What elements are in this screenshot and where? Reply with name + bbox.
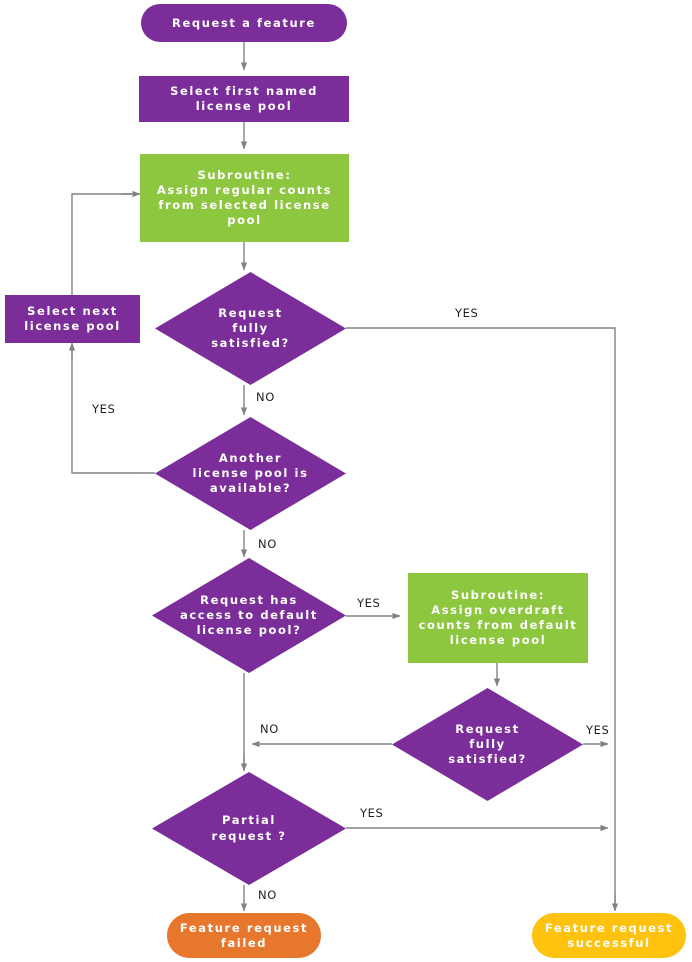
node-decision-access-default-license-pool-label: Request has access to default license po… <box>180 592 318 638</box>
diamond-shape-partial-request <box>152 772 346 885</box>
diamond-shape-satisfied-2 <box>392 688 583 801</box>
node-select-first-named-license-pool[interactable]: Select first named license pool <box>139 76 349 122</box>
node-decision-partial-request[interactable]: Partial request ? <box>152 772 346 885</box>
node-decision-request-fully-satisfied-2[interactable]: Request fully satisfied? <box>392 688 583 801</box>
node-decision-access-default-license-pool[interactable]: Request has access to default license po… <box>152 558 346 673</box>
edge-label-partial-yes: YES <box>360 806 384 820</box>
edge-label-another-pool-no: NO <box>258 537 277 551</box>
node-start[interactable]: Request a feature <box>141 4 347 42</box>
edge-label-partial-no: NO <box>258 888 277 902</box>
edge-select-next-to-subroutine-path <box>71 193 132 295</box>
node-subroutine-assign-overdraft-counts[interactable]: Subroutine: Assign overdraft counts from… <box>408 573 588 663</box>
node-decision-request-fully-satisfied-1[interactable]: Request fully satisfied? <box>155 272 346 385</box>
node-start-label: Request a feature <box>172 15 316 30</box>
node-decision-request-fully-satisfied-2-label: Request fully satisfied? <box>448 721 527 767</box>
node-subroutine-assign-regular-counts-label: Subroutine: Assign regular counts from s… <box>156 168 333 227</box>
node-select-next-license-pool[interactable]: Select next license pool <box>5 295 140 343</box>
node-select-next-license-pool-label: Select next license pool <box>24 304 121 333</box>
node-subroutine-assign-regular-counts[interactable]: Subroutine: Assign regular counts from s… <box>140 154 349 242</box>
edge-label-default-access-yes: YES <box>357 596 381 610</box>
node-end-feature-request-failed[interactable]: Feature request failed <box>167 913 321 958</box>
edge-label-another-pool-yes: YES <box>92 402 116 416</box>
diamond-shape-another-pool <box>155 417 346 530</box>
node-decision-partial-request-label: Partial request ? <box>211 813 287 843</box>
diamond-shape-default-access <box>152 558 346 673</box>
node-end-feature-request-failed-label: Feature request failed <box>179 920 309 950</box>
node-end-feature-request-successful-label: Feature request successful <box>544 920 674 950</box>
edge-label-satisfied1-no: NO <box>256 390 275 404</box>
edge-label-satisfied2-yes: YES <box>586 723 610 737</box>
diamond-shape-satisfied-1 <box>155 272 346 385</box>
node-decision-request-fully-satisfied-1-label: Request fully satisfied? <box>211 305 290 351</box>
node-decision-another-license-pool-available[interactable]: Another license pool is available? <box>155 417 346 530</box>
edge-label-satisfied2-no: NO <box>260 722 279 736</box>
edge-label-satisfied1-yes: YES <box>455 306 479 320</box>
node-select-first-named-license-pool-label: Select first named license pool <box>170 84 318 113</box>
node-end-feature-request-successful[interactable]: Feature request successful <box>532 913 686 958</box>
node-subroutine-assign-overdraft-counts-label: Subroutine: Assign overdraft counts from… <box>418 588 578 647</box>
node-decision-another-license-pool-available-label: Another license pool is available? <box>192 450 309 496</box>
